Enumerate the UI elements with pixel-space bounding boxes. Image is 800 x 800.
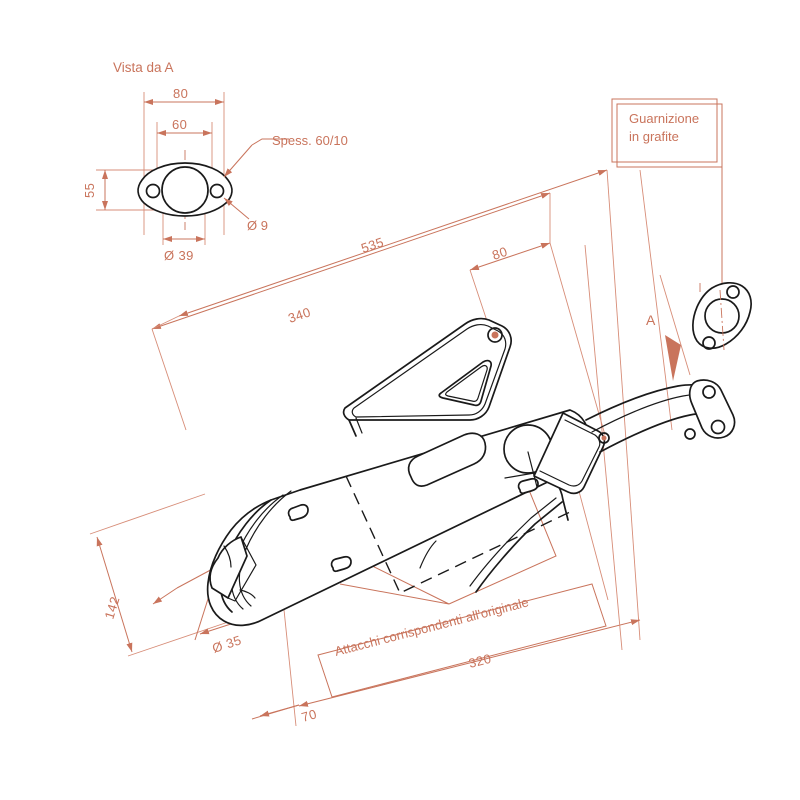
dim-label-142: 142 (102, 595, 123, 621)
pipe-bolt-b (684, 428, 696, 440)
dim-line-340 (151, 192, 551, 330)
leader-thickness (251, 138, 289, 146)
lower-hanger-strap-inner (469, 497, 557, 587)
dim-line-80-main (469, 242, 551, 271)
gasket-note-line1: Guarnizione (629, 111, 699, 126)
gasket-flange-centerline-b (719, 289, 725, 351)
label-thickness: Spess. 60/10 (272, 133, 348, 148)
detail-view-group: Vista da A 80 60 55 Ø 39 (82, 60, 348, 263)
gasket-flange-bore (704, 298, 740, 334)
dim-label-55-detail: 55 (82, 183, 97, 198)
body-stud-upper (287, 503, 309, 522)
mount-bracket-cutout-inner (445, 364, 488, 402)
muffler-outlet-cone (209, 536, 248, 599)
dim-label-d39: Ø 39 (164, 248, 194, 263)
dim-label-320: 320 (467, 651, 493, 671)
internal-baffle-hidden (345, 475, 571, 594)
dim-label-80-main: 80 (490, 244, 509, 263)
dim-leader-35-a (152, 587, 178, 605)
rear-boss-tick-a (527, 451, 538, 488)
mount-bracket-bolt-hole (487, 327, 503, 343)
body-stud-rear (517, 477, 539, 495)
construction-line-right-b (639, 169, 673, 431)
view-marker-label-a: A (646, 312, 656, 328)
label-hole-diameter: Ø 9 (247, 218, 268, 233)
dim-line-320 (298, 619, 641, 707)
ext-line-535-right (606, 169, 641, 641)
ext-line-142-top (89, 493, 206, 535)
dim-label-60-detail: 60 (172, 117, 187, 132)
ext-line-535-left (151, 315, 180, 330)
dim-line-142 (96, 536, 133, 653)
leader-thickness-arrow (223, 144, 253, 178)
pipe-bolt-a (598, 432, 610, 444)
pipe-bracket-hole-lower (710, 419, 726, 435)
dim-line-70-arrow (259, 704, 300, 717)
leader-hole-arrow (223, 197, 250, 220)
gasket-note-group: Guarnizione in grafite (611, 98, 723, 301)
gasket-note-line2: in grafite (629, 129, 679, 144)
ext-line-142-bottom (127, 617, 241, 657)
mount-bracket-cutout (438, 359, 492, 407)
muffler-nose-band-b (238, 490, 292, 607)
dim-label-d35: Ø 35 (210, 632, 243, 655)
muffler-assembly-group (206, 282, 752, 627)
gasket-note-box-shadow (611, 98, 718, 163)
mount-bracket-leg-left-inner (355, 417, 363, 434)
mount-bracket-bolt-center (491, 331, 499, 339)
muffler-body-seam-a (419, 540, 437, 569)
mount-bracket-plate (342, 317, 512, 421)
mountings-note-box (317, 583, 607, 698)
dim-label-70: 70 (300, 706, 319, 725)
mount-bracket-plate-inner (351, 323, 507, 418)
muffler-outlet-tick-b (239, 589, 256, 599)
mountings-note-label: Attacchi corrispondenti all'originale (333, 594, 530, 659)
lower-hanger-strap (475, 501, 563, 593)
view-marker-arrow-a (665, 335, 681, 381)
detail-view-title: Vista da A (113, 60, 174, 75)
pipe-bracket-hole-upper (702, 385, 716, 399)
muffler-outlet-tick-a (223, 545, 232, 568)
section-line-a (659, 274, 691, 376)
dim-label-80-detail: 80 (173, 86, 188, 101)
body-stamped-recess (407, 432, 487, 487)
body-stud-lower (330, 555, 352, 573)
dim-line-535 (178, 169, 608, 317)
ext-line-70-right (282, 599, 297, 727)
gasket-flange-hole-lower (702, 336, 716, 350)
muffler-outlet-inner (227, 536, 257, 602)
ext-line-80-right (549, 242, 606, 436)
dim-label-340: 340 (286, 304, 313, 326)
mount-bracket-leg-left (348, 419, 357, 437)
dim-label-535: 535 (359, 234, 386, 256)
pipe-bolt-a-center (601, 435, 607, 441)
flange-bore (161, 166, 209, 214)
ext-line-340-left (151, 328, 187, 431)
mount-leader-right (448, 467, 557, 605)
rear-collar-inner (539, 419, 601, 487)
gasket-flange-hole-upper (726, 285, 740, 299)
